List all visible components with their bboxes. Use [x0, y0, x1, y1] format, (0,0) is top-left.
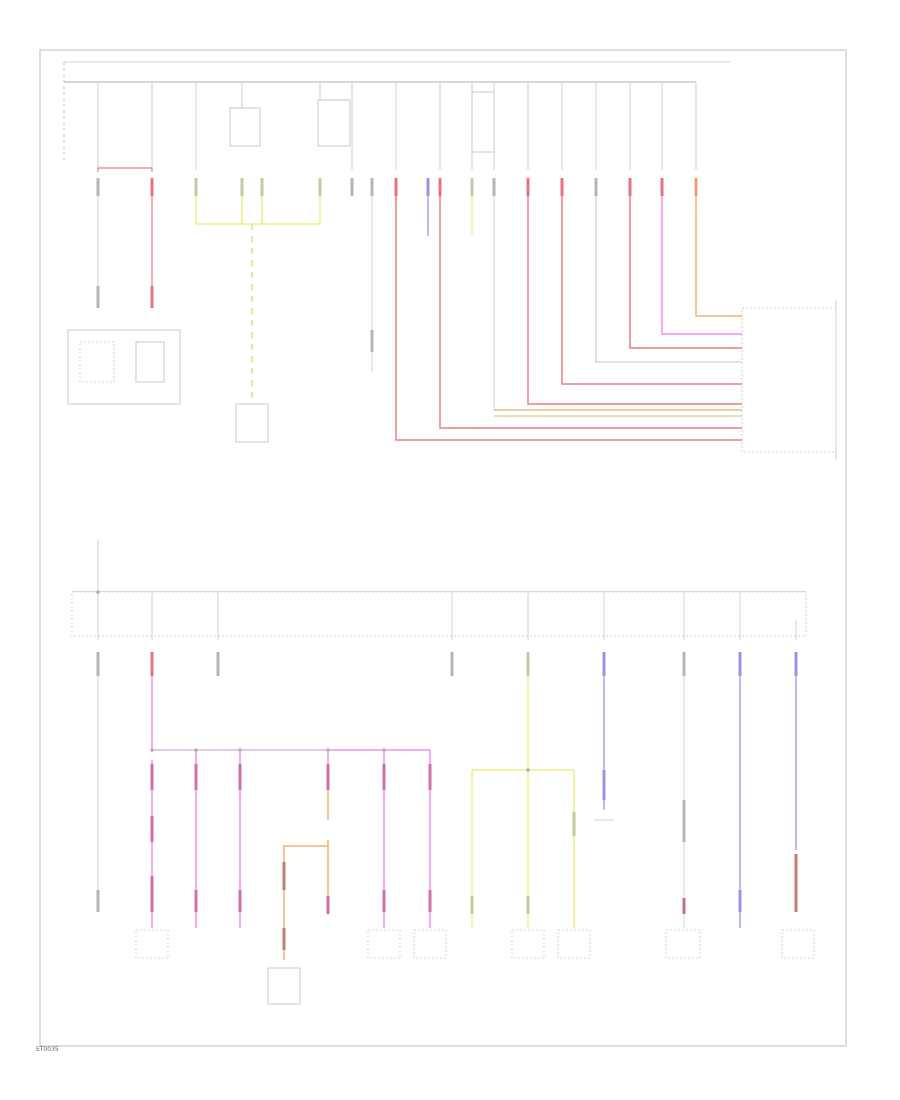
- lower-top-connectors: [96, 652, 798, 676]
- wire-yellow-lower: [471, 676, 575, 928]
- upper-relay-a: [229, 107, 261, 147]
- upper-relay-c: [471, 91, 495, 153]
- lower-fuse-taps: [97, 592, 797, 640]
- upper-component-yellow-end: [235, 403, 269, 443]
- upper-relay-b: [317, 99, 351, 147]
- wire-switch-branch: [283, 760, 329, 960]
- right-connector-block: [741, 307, 837, 453]
- diagram-frame: [39, 49, 847, 1047]
- lower-fuse-box: [71, 591, 807, 637]
- wire-yellow-upper: [195, 196, 321, 225]
- wire-red-battery-feed: [97, 167, 153, 300]
- upper-connectors: [96, 178, 698, 196]
- upper-fuse-taps: [97, 82, 697, 170]
- bottom-components: [135, 929, 815, 959]
- pink-connectors: [150, 764, 432, 912]
- wire-pink-distribution: [151, 676, 431, 760]
- page-id: ET0035: [36, 1046, 59, 1053]
- pink-vertical-runs: [151, 760, 431, 928]
- junction-nodes: [96, 590, 530, 772]
- wires-to-right-connector: [395, 196, 742, 441]
- lower-switch-component: [267, 967, 301, 1005]
